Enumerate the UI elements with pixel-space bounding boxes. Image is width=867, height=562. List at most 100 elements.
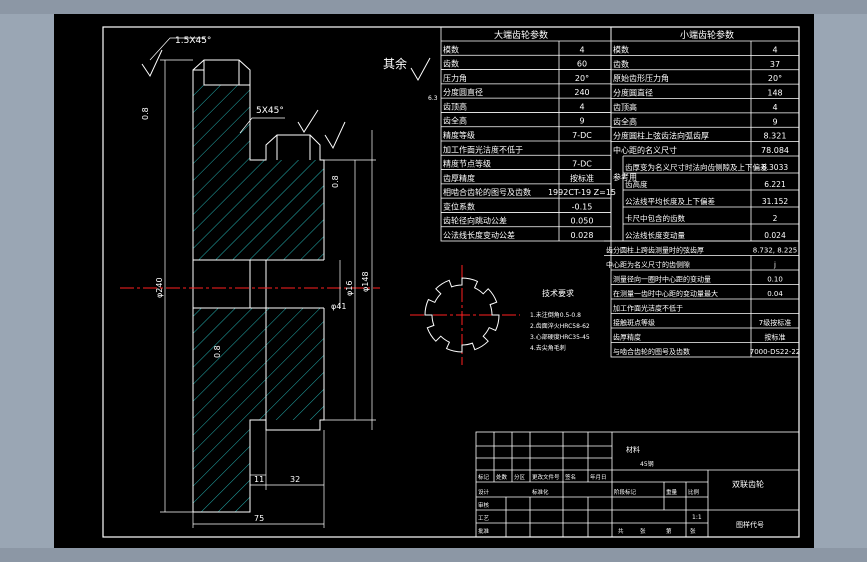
extra-row-label-6: 齿厚精度 — [613, 333, 641, 342]
big-table-label-4: 齿顶高 — [443, 101, 467, 111]
dim-dia-bore: φ16 — [345, 281, 354, 296]
roughness-symbol-other — [410, 57, 431, 82]
big-table-value-6: 7-DC — [572, 131, 592, 140]
rough-08-c: 0.8 — [213, 345, 222, 358]
dim-dia-240: φ240 — [155, 277, 164, 298]
part-name: 双联齿轮 — [732, 479, 764, 489]
big-table-value-0: 4 — [579, 45, 584, 54]
dim-chamfer-hub: 5X45° — [256, 106, 284, 116]
gear-section-view — [120, 37, 431, 528]
spline-profile — [424, 277, 500, 353]
small-table-value-1: 37 — [770, 60, 780, 69]
big-table-value-4: 4 — [579, 102, 584, 111]
title-cell-9: 重量 — [666, 488, 678, 496]
small-table-value-0: 4 — [772, 45, 777, 54]
small-table-label-4: 齿顶高 — [613, 102, 637, 112]
gear-dimension-texts: 1.5X45° 5X45° 0.8 0.8 0.8 其余 6.3 φ240 φ1… — [141, 36, 438, 523]
hub-top-outline — [249, 85, 325, 260]
big-table-label-11: 变位系数 — [443, 201, 475, 211]
title-cell-10: 比例 — [688, 488, 700, 496]
tech-title: 技术要求 — [542, 288, 574, 298]
big-table-value-8: 7-DC — [572, 160, 592, 169]
ref-row-label-4: 公法线长度变动量 — [625, 230, 685, 240]
small-table-title: 小端齿轮参数 — [680, 29, 734, 41]
small-table-label-5: 齿全高 — [613, 116, 637, 126]
big-table-label-2: 压力角 — [443, 73, 467, 83]
roughness-symbol-1 — [141, 49, 163, 78]
small-table-label-0: 模数 — [613, 44, 629, 54]
extra-row-label-2: 测量径向一圈时中心距的变动量 — [613, 275, 711, 284]
ref-row-label-0: 齿厚变为名义尺寸时法向齿侧隙及上下偏差 — [625, 162, 768, 172]
extra-row-value-5: 7级按标准 — [759, 318, 791, 327]
drawing-number: 图样代号 — [736, 520, 764, 529]
big-table-label-5: 齿全高 — [443, 116, 467, 126]
ref-row-value-3: 2 — [773, 214, 778, 223]
big-table-value-13: 0.028 — [571, 231, 594, 240]
dim-w-32: 32 — [290, 475, 300, 484]
big-table-label-1: 齿数 — [443, 59, 459, 69]
spline-bore-view — [410, 265, 520, 365]
lower-hatch — [193, 308, 266, 512]
title-cell-14: 共 — [618, 527, 624, 535]
hub-hatch-lower — [266, 308, 324, 420]
big-table-value-3: 240 — [574, 88, 589, 97]
ref-row-value-4: 0.024 — [764, 231, 786, 240]
dim-dia-41: φ41 — [331, 302, 346, 311]
big-table-label-6: 精度等级 — [443, 130, 475, 140]
small-table-value-7: 78.084 — [761, 146, 789, 155]
small-table-label-7: 中心距的名义尺寸 — [613, 145, 677, 155]
small-table-value-4: 4 — [772, 103, 777, 112]
title-cell-16: 第 — [666, 527, 672, 535]
extra-row-label-3: 在测量一齿时中心距的变动量最大 — [613, 289, 718, 298]
big-table-title: 大端齿轮参数 — [494, 29, 548, 41]
rough-08-a: 0.8 — [141, 107, 150, 120]
extra-row-label-0: 齿分圆柱上跨齿测量时的弦齿厚 — [606, 246, 704, 255]
tech-item-3: 3.心部硬度HRC35-45 — [530, 333, 590, 341]
title-cell-12: 工艺 — [478, 515, 490, 522]
big-table-value-2: 20° — [575, 74, 589, 83]
rough-other-label: 其余 — [383, 56, 407, 71]
ref-row-label-1: 齿高度 — [625, 179, 648, 189]
ref-row-value-1: 6.221 — [764, 180, 786, 189]
big-table-value-12: 0.050 — [571, 217, 594, 226]
tech-item-1: 1.未注倒角0.5-0.8 — [530, 311, 581, 319]
ref-label: 参考用 — [613, 172, 637, 182]
title-cell-11: 审核 — [478, 501, 490, 509]
title-cell-3: 更改文件号 — [532, 473, 560, 481]
title-cell-1: 处数 — [496, 473, 508, 481]
title-cell-17: 张 — [690, 527, 696, 535]
title-cell-2: 分区 — [514, 473, 526, 481]
big-table-label-0: 模数 — [443, 44, 459, 54]
title-cell-13: 批准 — [478, 527, 490, 535]
big-table-value-9: 按标准 — [570, 173, 594, 183]
small-table-label-1: 齿数 — [613, 59, 629, 69]
dim-chamfer-top: 1.5X45° — [175, 36, 211, 46]
title-cell-4: 签名 — [565, 473, 576, 481]
small-table-value-3: 148 — [767, 89, 782, 98]
extra-row-value-7: 7000-DS22-22 — [750, 348, 801, 356]
small-table-label-3: 分度圆直径 — [613, 88, 653, 98]
big-table-label-13: 公法线长度变动公差 — [443, 230, 515, 240]
small-table-value-6: 8.321 — [764, 132, 787, 141]
title-cell-0: 标记 — [478, 473, 490, 481]
big-table-label-10: 相啮合齿轮的图号及齿数 — [443, 187, 531, 197]
rough-08-b: 0.8 — [331, 175, 340, 188]
ref-row-label-2: 公法线平均长度及上下偏差 — [625, 196, 715, 206]
extra-row-label-5: 接触斑点等级 — [613, 318, 655, 327]
ref-row-label-3: 卡尺中包含的齿数 — [625, 213, 685, 223]
big-table-label-12: 齿轮径向跳动公差 — [443, 216, 507, 226]
title-cell-6: 设计 — [478, 488, 490, 496]
dim-w-75: 75 — [254, 514, 264, 523]
extra-row-value-1: j — [773, 261, 776, 269]
extra-row-label-7: 与啮合齿轮的图号及齿数 — [613, 347, 690, 356]
extra-row-value-3: 0.04 — [767, 290, 783, 298]
title-cell-15: 张 — [640, 527, 646, 535]
big-table-label-9: 齿厚精度 — [443, 173, 475, 183]
ref-row-value-2: 31.152 — [762, 197, 788, 206]
ref-row-value-0: 8.3033 — [762, 163, 788, 172]
upper-hatch — [193, 85, 266, 260]
